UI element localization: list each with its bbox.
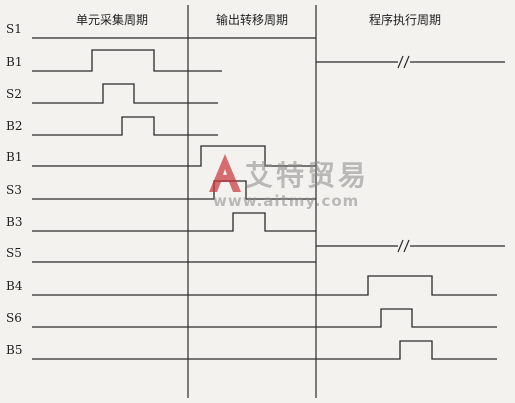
waveform-s6-9: [32, 308, 497, 328]
waveform-s2-2: [32, 83, 218, 104]
waveform-b4-8: [32, 275, 497, 296]
watermark-url: www.aitmy.com: [213, 192, 360, 210]
signal-label-s3-5: S3: [6, 183, 22, 197]
watermark: 艾特贸易 www.aitmy.com: [205, 152, 385, 214]
phase-header-sampling: 单元采集周期: [76, 12, 148, 27]
gap-mask: [398, 240, 410, 252]
waveform-b3-6: [32, 212, 316, 232]
waveform-b5-10: [32, 340, 497, 360]
gap-mask: [398, 56, 410, 68]
aitmy-logo-icon: [209, 154, 241, 192]
watermark-name: 艾特贸易: [245, 159, 370, 192]
signal-label-b1-4: B1: [6, 150, 22, 164]
signal-label-s6-9: S6: [6, 311, 22, 325]
phase-header-output-transfer: 输出转移周期: [216, 12, 288, 27]
break-mark-right: [403, 239, 410, 253]
signal-label-s2-2: S2: [6, 87, 22, 101]
signal-label-b1-1: B1: [6, 55, 22, 69]
signal-label-s5-7: S5: [6, 246, 22, 260]
signal-label-b3-6: B3: [6, 215, 22, 229]
signal-label-b4-8: B4: [6, 279, 23, 293]
break-mark-left: [397, 55, 404, 69]
signal-label-b2-3: B2: [6, 119, 22, 133]
phase-header-program-execution: 程序执行周期: [369, 12, 441, 27]
signal-label-s1-0: S1: [6, 22, 22, 36]
waveform-b1-4: [32, 145, 316, 167]
waveform-b1-1: [32, 49, 222, 72]
phase-headers: 单元采集周期 输出转移周期 程序执行周期: [76, 12, 441, 27]
break-mark-right: [403, 55, 410, 69]
waveform-b2-3: [32, 116, 218, 136]
signal-label-b5-10: B5: [6, 343, 22, 357]
break-mark-left: [397, 239, 404, 253]
